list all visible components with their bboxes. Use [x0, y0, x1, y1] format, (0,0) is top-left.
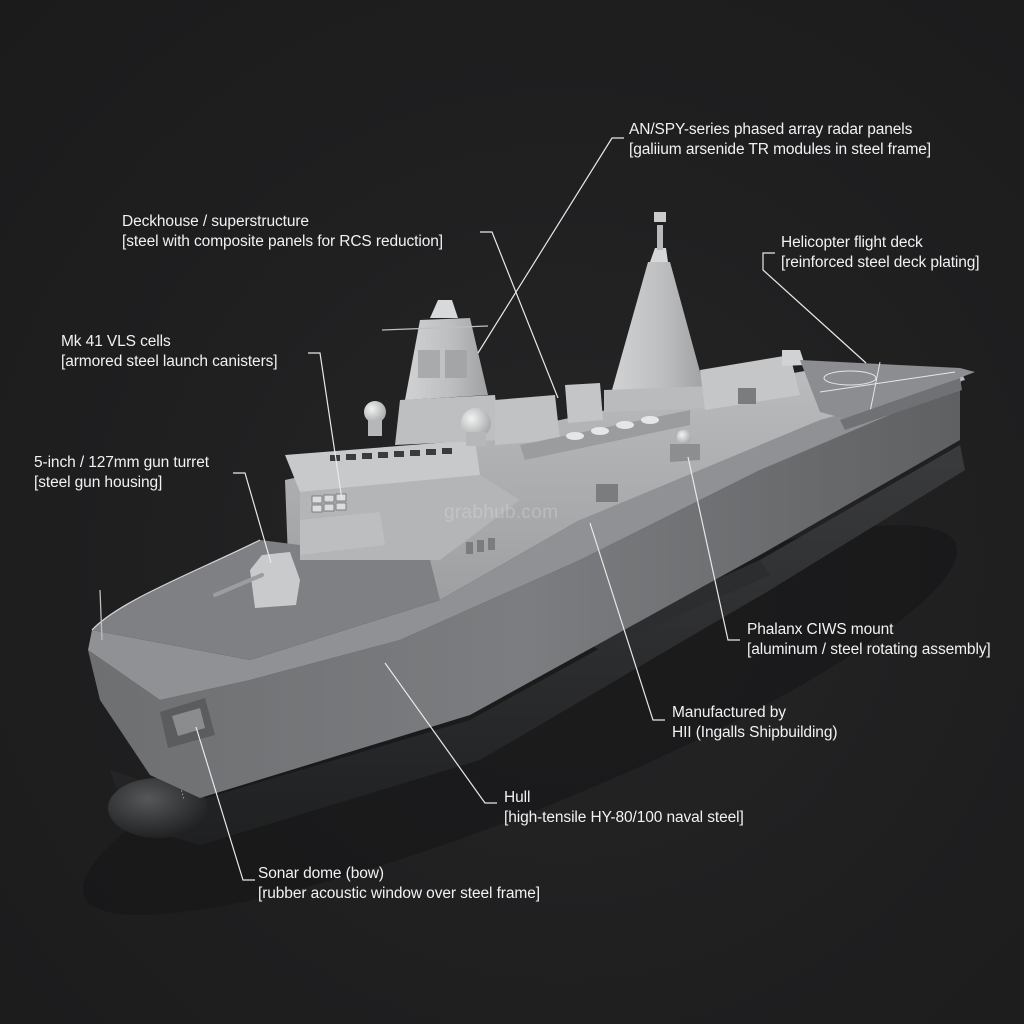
leader-manufacturer: [589, 522, 665, 721]
sonar-dome: [108, 778, 208, 838]
satcom-pedestal: [368, 420, 382, 436]
gun-barrel: [213, 573, 264, 597]
aft-mast-antenna: [657, 225, 663, 250]
callout-material: HII (Ingalls Shipbuilding): [672, 723, 838, 741]
leader-hull: [384, 662, 497, 804]
forward-mast-top: [430, 300, 458, 318]
leader-deckhouse: [480, 231, 559, 399]
callout-material: [aluminum / steel rotating assembly]: [747, 640, 991, 658]
hangar-top-box: [782, 350, 805, 366]
callout-material: [galiium arsenide TR modules in steel fr…: [629, 140, 932, 158]
leader-sonar: [195, 726, 255, 881]
radar-panel-2: [445, 350, 467, 378]
callout-gun: 5-inch / 127mm gun turret [steel gun hou…: [34, 453, 209, 492]
callout-title: Mk 41 VLS cells: [61, 333, 171, 350]
flight-deck-nets: [840, 378, 962, 430]
watermark: grabhub.com: [444, 502, 559, 523]
callout-title: 5-inch / 127mm gun turret: [34, 454, 209, 471]
callout-material: [reinforced steel deck plating]: [781, 253, 980, 271]
bow-railing: [91, 539, 261, 631]
aft-mast: [612, 262, 705, 390]
radar-panel: [418, 350, 440, 378]
sonar-seam: [175, 769, 185, 801]
callout-material: [steel with composite panels for RCS red…: [122, 232, 443, 250]
flight-deck-markings: [819, 361, 956, 413]
leader-vls: [308, 352, 343, 501]
callout-title: Helicopter flight deck: [781, 234, 923, 251]
callout-manufacturer: Manufactured by HII (Ingalls Shipbuildin…: [672, 703, 838, 742]
callout-material: [armored steel launch canisters]: [61, 352, 278, 370]
mid-deckhouse: [495, 395, 560, 445]
callout-title: Hull: [504, 789, 531, 806]
bridge-windows: [330, 448, 452, 461]
hull-lower-side: [88, 380, 960, 798]
callout-title: Manufactured by: [672, 704, 786, 721]
callout-title: Sonar dome (bow): [258, 865, 384, 882]
flight-deck: [800, 360, 975, 420]
hull-upper-strake: [88, 370, 965, 700]
hull-windows: [466, 388, 756, 554]
callout-hull: Hull [high-tensile HY-80/100 naval steel…: [504, 788, 744, 827]
callout-title: Phalanx CIWS mount: [747, 621, 894, 638]
callout-vls: Mk 41 VLS cells [armored steel launch ca…: [61, 332, 278, 371]
radome: [461, 408, 491, 438]
yardarm: [381, 325, 489, 331]
hangar: [700, 355, 800, 410]
callout-deckhouse: Deckhouse / superstructure [steel with c…: [122, 212, 443, 251]
superstructure-side: [285, 370, 965, 610]
vls-housing: [300, 512, 385, 555]
ciws-sponson: [670, 444, 700, 462]
jackstaff: [99, 589, 103, 641]
mid-box: [565, 383, 603, 423]
radome-pedestal: [466, 432, 486, 446]
leader-lines: [195, 137, 867, 881]
gun-turret: [250, 552, 300, 608]
callout-material: [rubber acoustic window over steel frame…: [258, 884, 540, 902]
satcom-dome: [364, 401, 386, 423]
life-raft-canisters: [566, 416, 659, 440]
leader-gun: [233, 472, 272, 564]
callout-title: Deckhouse / superstructure: [122, 213, 309, 230]
callout-title: AN/SPY-series phased array radar panels: [629, 121, 913, 138]
callout-ciws: Phalanx CIWS mount [aluminum / steel rot…: [747, 620, 991, 659]
callout-material: [steel gun housing]: [34, 473, 163, 491]
leader-flight-deck: [762, 252, 867, 364]
aft-mast-sensor: [654, 212, 666, 222]
leader-radar: [477, 137, 624, 354]
leader-ciws: [687, 456, 740, 641]
ciws-mount: [677, 430, 691, 444]
aft-mast-top: [650, 248, 668, 262]
callout-sonar: Sonar dome (bow) [rubber acoustic window…: [258, 864, 540, 903]
callout-radar: AN/SPY-series phased array radar panels …: [629, 120, 931, 159]
callout-material: [high-tensile HY-80/100 naval steel]: [504, 808, 744, 826]
aft-mast-base: [604, 386, 712, 412]
callout-flight-deck: Helicopter flight deck [reinforced steel…: [781, 233, 980, 272]
